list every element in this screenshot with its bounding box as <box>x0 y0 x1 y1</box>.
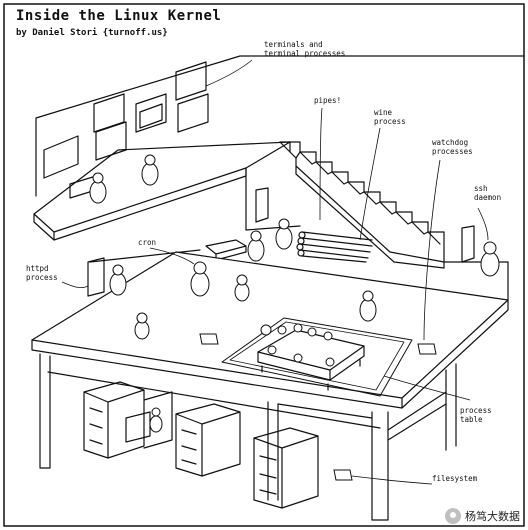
dog-watchdog <box>417 343 437 355</box>
penguin-center <box>190 261 210 297</box>
ssh-door <box>461 225 475 263</box>
staircase <box>279 141 445 269</box>
upper-door <box>255 187 269 223</box>
penguin-mid-1 <box>247 230 265 262</box>
label-pipes: pipes! <box>314 96 342 105</box>
label-watchdog: watchdog processes <box>432 138 473 156</box>
dog-table <box>199 333 219 345</box>
label-wine: wine process <box>374 108 406 126</box>
penguin-mid-2 <box>275 218 293 250</box>
basement-structure <box>39 353 457 521</box>
callout-lines <box>61 59 489 485</box>
process-table <box>257 329 365 391</box>
panel-frame <box>3 3 525 527</box>
penguin-cron <box>109 264 127 296</box>
upper-floor <box>33 141 291 233</box>
watermark-text: 杨笃大数据 <box>465 510 520 523</box>
middle-wall <box>245 141 291 231</box>
label-ssh: ssh daemon <box>474 184 502 202</box>
process-characters <box>89 154 500 433</box>
label-process-table: process table <box>460 406 492 424</box>
watermark: 杨笃大数据 <box>445 508 520 524</box>
penguin-ssh <box>480 241 500 277</box>
pipes-bundle <box>296 231 373 263</box>
penguin-walker <box>134 312 150 340</box>
penguin-table-2 <box>267 345 335 367</box>
daemon-dogs <box>199 333 437 481</box>
wechat-logo-icon <box>445 508 461 524</box>
comic-byline: by Daniel Stori {turnoff.us} <box>16 28 168 38</box>
penguin-terminal-2 <box>141 154 159 186</box>
upper-back-wall <box>35 55 525 197</box>
label-terminals: terminals and terminal processes <box>264 40 346 58</box>
dog-filesystem <box>333 469 353 481</box>
comic-title: Inside the Linux Kernel <box>16 8 222 24</box>
label-filesystem: filesystem <box>432 474 478 483</box>
penguin-filesystem <box>149 407 163 433</box>
label-cron: cron <box>138 238 157 247</box>
filing-cabinets <box>83 381 319 509</box>
small-steps <box>205 239 247 261</box>
penguin-watchdog <box>359 290 377 322</box>
httpd-door <box>87 257 105 297</box>
terminal-screens <box>43 61 209 199</box>
label-httpd: httpd process <box>26 264 58 282</box>
penguin-terminal-1 <box>89 172 107 204</box>
penguin-elf <box>234 274 250 302</box>
penguin-table-1 <box>260 323 333 341</box>
